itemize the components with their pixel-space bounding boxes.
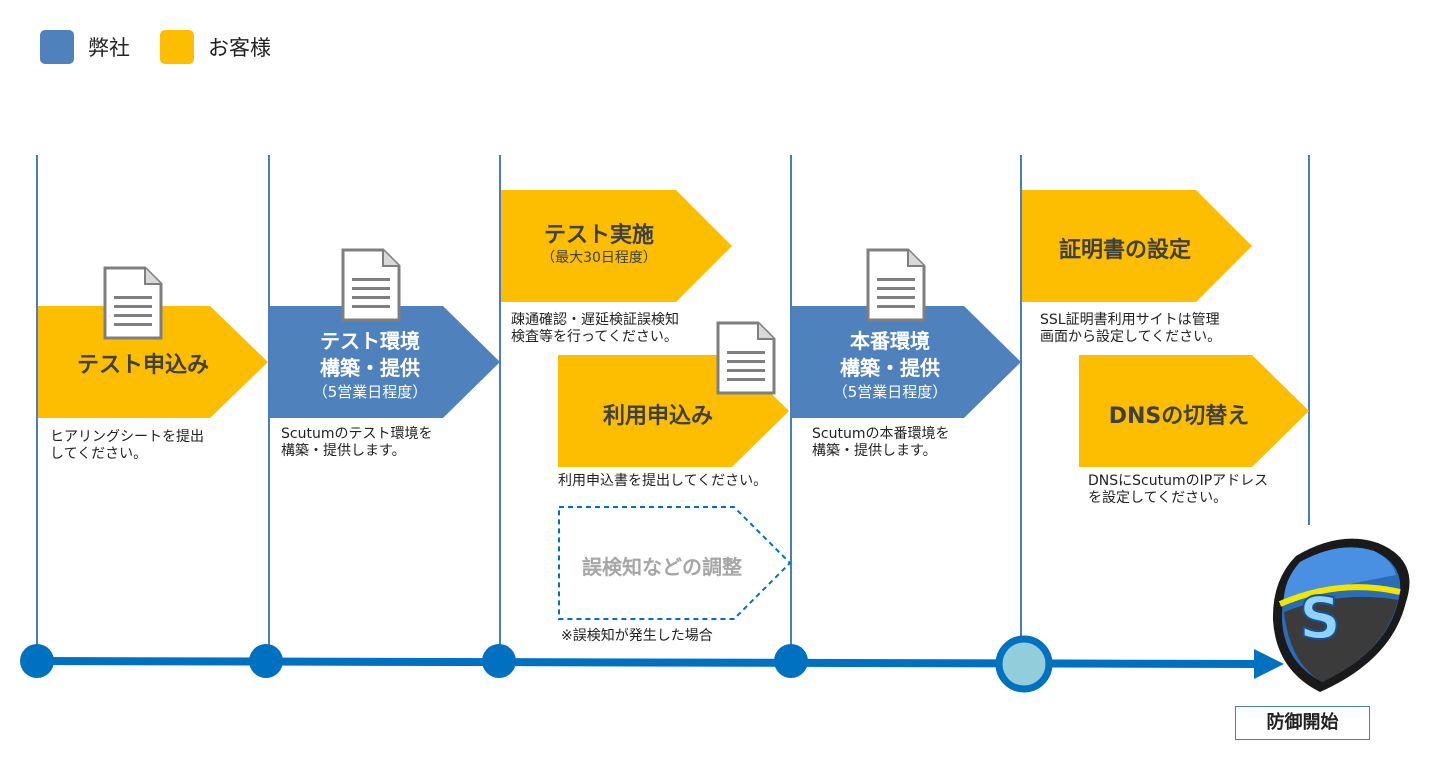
step-test-execution-shape [501,190,732,302]
step-production-env-shape [792,306,1021,418]
timeline-node [774,644,808,678]
step-test-application-title: テスト申込み [76,353,209,378]
step-usage-application-title: 利用申込み [602,404,713,429]
legend-customer-swatch [160,30,194,64]
step-test-application-shape [38,306,268,418]
timeline-node-current [995,635,1053,693]
step-dns-shape [1079,355,1309,467]
phase-divider [36,155,38,660]
timeline-node [482,644,516,678]
step-test-execution-title-main: テスト実施 [543,223,654,248]
legend-customer-label: お客様 [208,36,271,60]
step-production-env-sub: （5営業日程度） [832,383,948,401]
step-test-execution-desc: 疎通確認・遅延検証誤検知 検査等を行ってください。 [511,312,679,345]
step-production-env-title: 本番環境 構築・提供 （5営業日程度） [792,328,988,402]
document-icon [866,248,926,322]
legend-company-label: 弊社 [88,36,130,60]
step-usage-application-desc: 利用申込書を提出してください。 [558,473,768,489]
defense-start-label: 防御開始 [1235,706,1370,740]
step-certificate-title: 証明書の設定 [1058,238,1191,263]
svg-text:S: S [1299,584,1341,652]
phase-divider [268,155,270,660]
step-test-execution-sub: （最大30日程度） [541,250,657,266]
step-production-env-title-line1: 本番環境 [850,329,930,353]
step-test-env-title-line1: テスト環境 [320,329,420,353]
step-test-execution-title: テスト実施 （最大30日程度） [501,222,697,267]
step-test-application-desc: ヒアリングシートを提出 してください。 [50,429,204,462]
step-test-env-desc: Scutumのテスト環境を 構築・提供します。 [281,426,433,459]
timeline-arrowhead [1254,649,1284,679]
phase-divider [1020,155,1022,660]
step-production-env-title-line2: 構築・提供 [840,356,940,380]
step-dns-desc: DNSにScutumのIPアドレス を設定してください。 [1088,473,1269,506]
step-dns-title: DNSの切替え [1108,404,1250,429]
phase-divider [790,155,792,660]
legend-company-swatch [40,30,74,64]
step-certificate-desc: SSL証明書利用サイトは管理 画面から設定してください。 [1040,312,1222,345]
step-adjustment-title: 誤検知などの調整 [582,555,742,579]
step-test-env-title-line2: 構築・提供 [320,356,420,380]
step-test-env-sub: （5営業日程度） [312,383,428,401]
timeline-node [20,644,54,678]
phase-divider [499,155,501,660]
document-icon [103,266,163,340]
document-icon [341,248,401,322]
phase-divider [1308,155,1310,525]
document-icon [716,321,776,395]
step-certificate-shape [1022,190,1252,302]
step-adjustment-desc: ※誤検知が発生した場合 [561,628,713,644]
timeline-node [249,644,283,678]
step-production-env-desc: Scutumの本番環境を 構築・提供します。 [812,426,950,459]
timeline-line [35,657,1261,668]
step-test-env-shape [270,306,500,418]
shield-icon: S [1272,538,1410,692]
step-test-env-title: テスト環境 構築・提供 （5営業日程度） [270,328,470,402]
step-adjustment-shape [558,506,792,620]
